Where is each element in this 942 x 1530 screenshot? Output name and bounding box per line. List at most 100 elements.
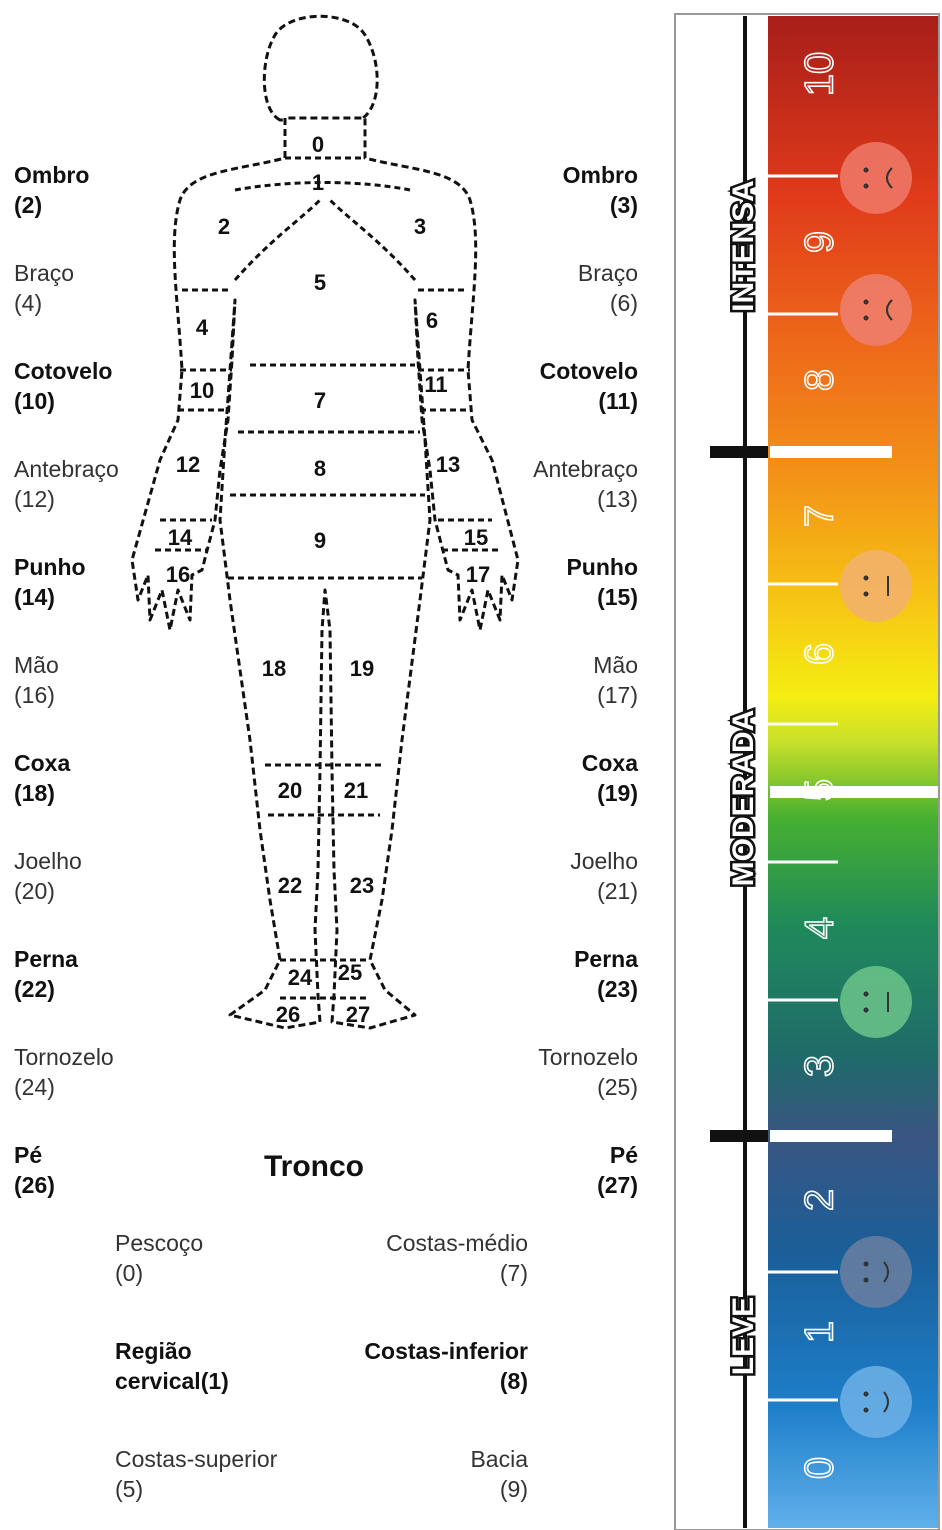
label-name: Braço xyxy=(14,258,74,288)
scale-number: 9 xyxy=(798,231,842,253)
body-part-label: Ombro(2) xyxy=(14,160,89,220)
body-part-label: Tornozelo(25) xyxy=(538,1042,638,1102)
body-part-label: Coxa(18) xyxy=(14,748,70,808)
region-number: 15 xyxy=(464,525,488,550)
region-number: 0 xyxy=(312,132,324,157)
body-part-label: Costas-superior(5) xyxy=(115,1444,277,1504)
label-name: Pé xyxy=(14,1140,55,1170)
region-number: 5 xyxy=(314,270,326,295)
label-name: Pescoço xyxy=(115,1228,203,1258)
region-number: 3 xyxy=(414,214,426,239)
label-number: (4) xyxy=(14,288,74,318)
body-part-label: Punho(15) xyxy=(566,552,638,612)
body-part-label: Costas-inferior(8) xyxy=(364,1336,528,1396)
label-name: Perna xyxy=(574,944,638,974)
category-boundary-tick xyxy=(710,446,768,458)
intensity-category-label: INTENSA xyxy=(727,180,760,312)
label-name: Ombro xyxy=(14,160,89,190)
label-number: (26) xyxy=(14,1170,55,1200)
face-icon xyxy=(840,1366,912,1438)
label-number: (20) xyxy=(14,876,82,906)
body-part-label: Antebraço(12) xyxy=(14,454,119,514)
label-name: Bacia xyxy=(470,1444,528,1474)
label-number: (21) xyxy=(570,876,638,906)
face-icon xyxy=(840,1236,912,1308)
face-icon xyxy=(840,550,912,622)
body-part-label: Cotovelo(10) xyxy=(14,356,112,416)
body-part-label: Braço(4) xyxy=(14,258,74,318)
label-name: Antebraço xyxy=(533,454,638,484)
label-name: Mão xyxy=(14,650,59,680)
tronco-title: Tronco xyxy=(264,1150,364,1184)
label-name: Perna xyxy=(14,944,78,974)
region-number: 22 xyxy=(278,873,302,898)
region-number: 7 xyxy=(314,388,326,413)
body-part-label: Cotovelo(11) xyxy=(540,356,638,416)
label-name: Costas-inferior xyxy=(364,1336,528,1366)
label-number: (16) xyxy=(14,680,59,710)
label-number: (27) xyxy=(597,1170,638,1200)
region-number: 9 xyxy=(314,528,326,553)
label-number: (11) xyxy=(540,386,638,416)
body-part-label: Joelho(20) xyxy=(14,846,82,906)
face-icon xyxy=(840,274,912,346)
region-number: 27 xyxy=(346,1002,370,1027)
label-name: Coxa xyxy=(582,748,638,778)
label-name: Cotovelo xyxy=(14,356,112,386)
body-part-label: Tornozelo(24) xyxy=(14,1042,114,1102)
label-name: Pé xyxy=(597,1140,638,1170)
body-part-label: Coxa(19) xyxy=(582,748,638,808)
region-number: 19 xyxy=(350,656,374,681)
label-name: Joelho xyxy=(570,846,638,876)
label-number: (24) xyxy=(14,1072,114,1102)
region-number: 25 xyxy=(338,960,362,985)
scale-number: 6 xyxy=(798,643,842,665)
label-name: Mão xyxy=(593,650,638,680)
label-name: Tornozelo xyxy=(538,1042,638,1072)
region-number: 12 xyxy=(176,452,200,477)
scale-number: 4 xyxy=(798,917,842,939)
body-part-label: Perna(23) xyxy=(574,944,638,1004)
label-number: (15) xyxy=(566,582,638,612)
region-number: 13 xyxy=(436,452,460,477)
region-number: 4 xyxy=(196,315,209,340)
scale-number: 7 xyxy=(798,505,842,527)
label-number: (19) xyxy=(582,778,638,808)
label-number: (0) xyxy=(115,1258,203,1288)
scale-number: 2 xyxy=(798,1189,842,1211)
scale-number: 10 xyxy=(798,52,842,97)
label-name: Cotovelo xyxy=(540,356,638,386)
region-number: 10 xyxy=(190,378,214,403)
body-part-label: Ombro(3) xyxy=(563,160,638,220)
region-number: 11 xyxy=(424,372,447,397)
scale-number: 1 xyxy=(798,1321,842,1343)
intensity-category-label: LEVE xyxy=(727,1297,760,1375)
label-number: (13) xyxy=(533,484,638,514)
region-number: 1 xyxy=(312,170,324,195)
label-name: Região xyxy=(115,1336,229,1366)
region-number: 8 xyxy=(314,456,326,481)
label-number: (12) xyxy=(14,484,119,514)
body-part-label: Mão(16) xyxy=(14,650,59,710)
label-number: (10) xyxy=(14,386,112,416)
label-name: Punho xyxy=(14,552,86,582)
body-part-label: Pé(26) xyxy=(14,1140,55,1200)
region-number: 14 xyxy=(168,525,193,550)
label-name: Costas-superior xyxy=(115,1444,277,1474)
label-number: (23) xyxy=(574,974,638,1004)
region-number: 16 xyxy=(166,562,190,587)
region-number: 20 xyxy=(278,778,302,803)
label-number: (8) xyxy=(364,1366,528,1396)
body-part-label: Mão(17) xyxy=(593,650,638,710)
label-number: (17) xyxy=(593,680,638,710)
region-number: 6 xyxy=(426,308,438,333)
scale-number: 8 xyxy=(798,369,842,391)
label-number: (18) xyxy=(14,778,70,808)
region-number: 17 xyxy=(466,562,490,587)
body-part-label: Punho(14) xyxy=(14,552,86,612)
body-part-label: Pescoço(0) xyxy=(115,1228,203,1288)
scale-number: 0 xyxy=(798,1457,842,1479)
body-part-label: Pé(27) xyxy=(597,1140,638,1200)
region-number: 2 xyxy=(218,214,230,239)
